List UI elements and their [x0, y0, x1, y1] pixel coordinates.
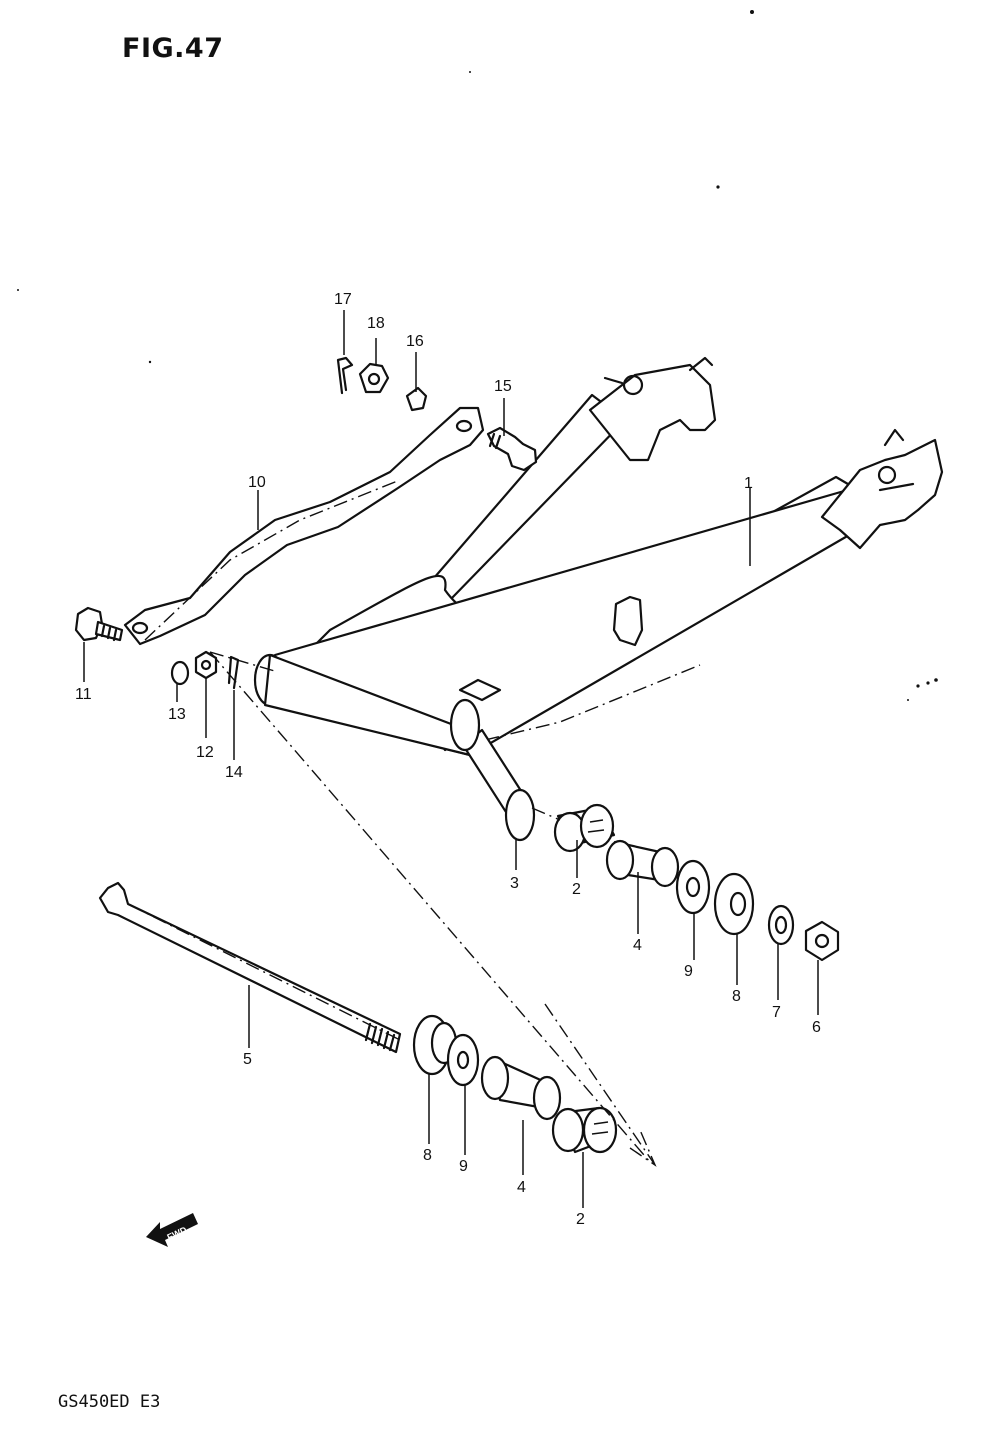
callout-2: 2 [576, 1211, 585, 1228]
callout-18: 18 [367, 315, 385, 332]
leader-lines [83, 310, 819, 1208]
callout-17: 17 [334, 291, 352, 308]
callout-labels: 1 2 2 3 4 4 5 6 7 8 8 9 9 10 11 12 13 14… [75, 291, 821, 1228]
callout-1: 1 [744, 475, 753, 492]
fwd-arrow-icon: FWD [146, 1213, 198, 1247]
scan-specks [17, 10, 938, 701]
right-pivot-hardware [553, 803, 840, 962]
callout-4: 4 [517, 1179, 526, 1196]
callout-11: 11 [75, 686, 92, 703]
left-pivot-hardware [412, 1014, 618, 1154]
callout-4: 4 [633, 937, 642, 954]
model-code: GS450ED E3 [58, 1392, 161, 1412]
torque-arm [123, 406, 485, 646]
callout-2: 2 [572, 881, 581, 898]
callout-3: 3 [510, 875, 519, 892]
swingarm [253, 356, 944, 757]
torque-arm-hardware [74, 356, 538, 690]
callout-8: 8 [423, 1147, 432, 1164]
callout-5: 5 [243, 1051, 252, 1068]
callout-13: 13 [168, 706, 186, 723]
callout-12: 12 [196, 744, 214, 761]
callout-10: 10 [248, 474, 266, 491]
callout-9: 9 [459, 1158, 468, 1175]
callout-8: 8 [732, 988, 741, 1005]
callout-7: 7 [772, 1004, 781, 1021]
pivot-bolt [98, 881, 402, 1054]
callout-15: 15 [494, 378, 512, 395]
callout-14: 14 [225, 764, 243, 781]
assembly-center-lines [209, 651, 657, 1167]
figure-title: FIG.47 [122, 33, 224, 64]
callout-16: 16 [406, 333, 424, 350]
callout-9: 9 [684, 963, 693, 980]
callout-6: 6 [812, 1019, 821, 1036]
